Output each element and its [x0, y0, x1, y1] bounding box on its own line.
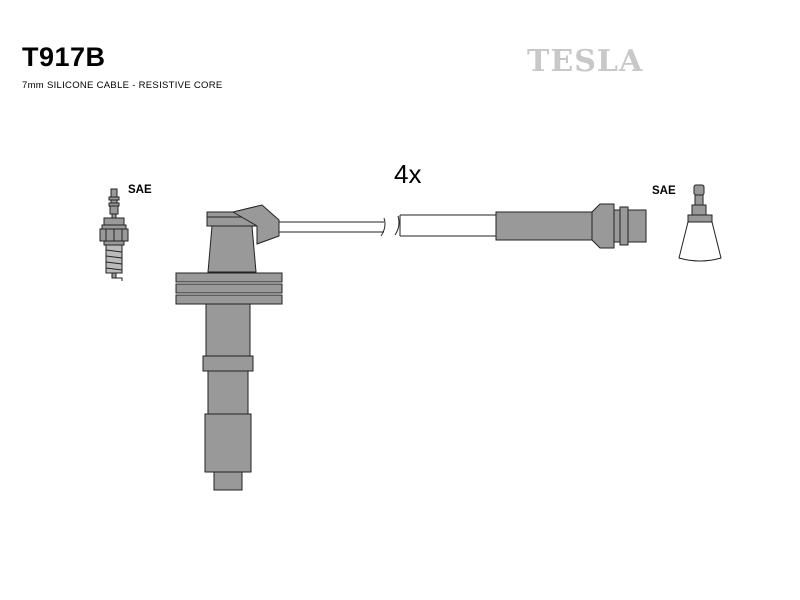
distributor-connector — [495, 203, 647, 249]
sae-terminal-icon — [678, 184, 722, 262]
cable-description: 7mm SILICONE CABLE - RESISTIVE CORE — [22, 80, 223, 91]
brand-logo: TESLA — [527, 44, 644, 79]
right-terminal-standard-label: SAE — [652, 185, 676, 197]
left-terminal-standard-label: SAE — [128, 184, 152, 196]
spark-plug-boot — [175, 204, 283, 491]
quantity-label: 4x — [394, 159, 422, 189]
spark-plug-icon — [99, 188, 129, 281]
ignition-cable — [279, 214, 496, 237]
part-number-title: T917B — [22, 42, 106, 72]
